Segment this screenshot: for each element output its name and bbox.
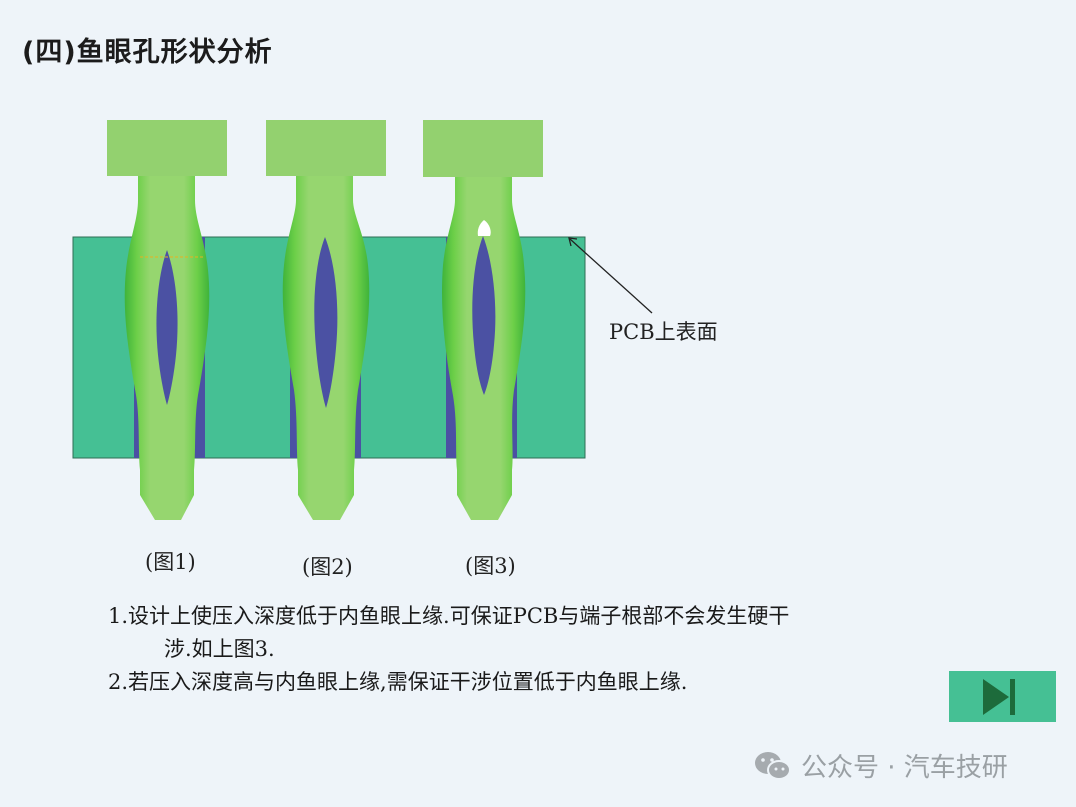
caption-figure-3: (图3)	[465, 554, 516, 578]
watermark-text: 公众号 · 汽车技研	[801, 753, 1008, 783]
pin-2	[266, 120, 386, 520]
next-slide-button[interactable]	[949, 671, 1056, 722]
watermark: 公众号 · 汽车技研	[753, 747, 1008, 784]
notes-list: 1.设计上使压入深度低于内鱼眼上缘.可保证PCB与端子根部不会发生硬干 涉.如上…	[108, 600, 789, 699]
pcb-surface-arrow	[568, 237, 653, 314]
note-2: 2.若压入深度高与内鱼眼上缘,需保证干涉位置低于内鱼眼上缘.	[108, 670, 688, 694]
caption-figure-1: (图1)	[145, 550, 196, 574]
pin-1	[107, 120, 227, 520]
pcb-surface-label: PCB上表面	[609, 320, 718, 344]
page-title: (四)鱼眼孔形状分析	[22, 37, 273, 68]
skip-next-icon	[983, 679, 1015, 715]
note-1: 1.设计上使压入深度低于内鱼眼上缘.可保证PCB与端子根部不会发生硬干	[108, 604, 790, 628]
pin-3	[423, 120, 543, 520]
note-1-continued: 涉.如上图3.	[164, 637, 275, 661]
wechat-icon	[755, 751, 791, 780]
caption-figure-2: (图2)	[302, 555, 353, 579]
